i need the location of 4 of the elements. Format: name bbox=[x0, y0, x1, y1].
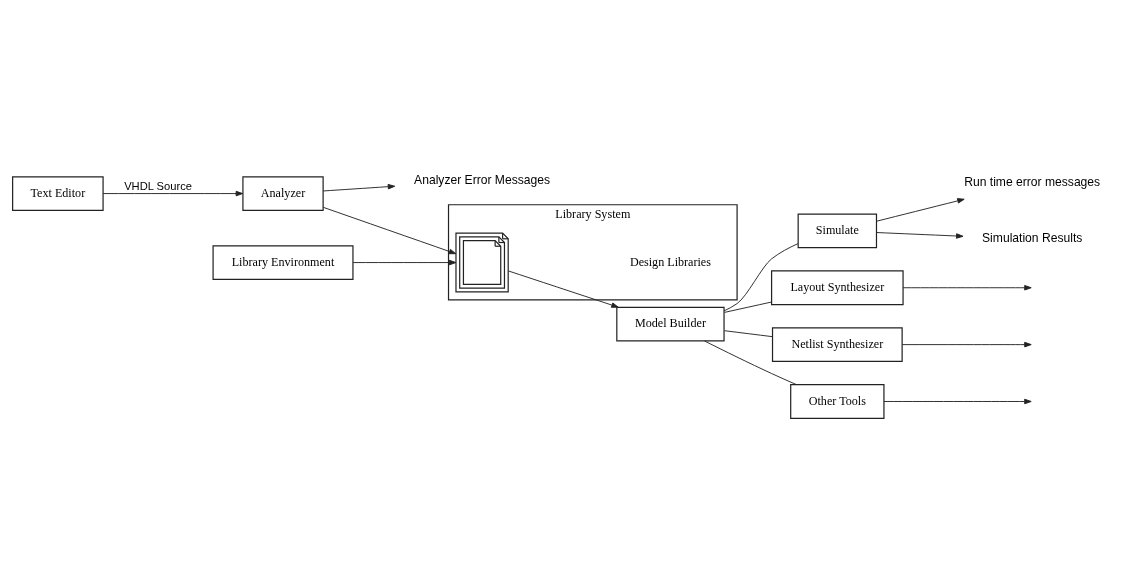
node-text: Simulation Results bbox=[982, 231, 1083, 246]
node-text: Analyzer Error Messages bbox=[414, 172, 551, 187]
edge-label: VHDL Source bbox=[124, 180, 193, 193]
node-text: Run time error messages bbox=[964, 174, 1101, 189]
